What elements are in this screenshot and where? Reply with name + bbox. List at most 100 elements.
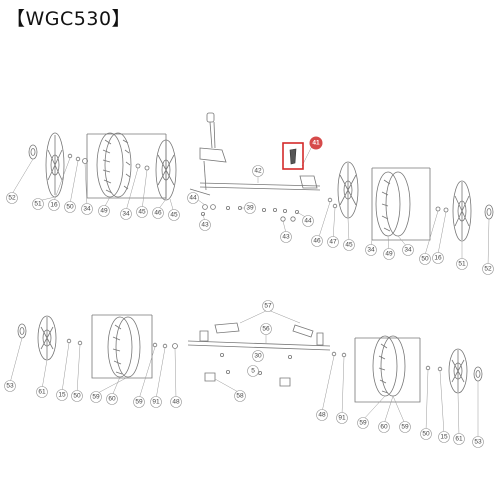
tire-part: [96, 132, 132, 198]
callout-circle: [280, 231, 292, 243]
hub-cap-part: [17, 323, 27, 339]
tire-part: [375, 171, 411, 237]
part-number-label: 48: [318, 412, 326, 419]
callout-circle: [302, 215, 314, 227]
part-number-label: 34: [83, 206, 91, 213]
callout-circle: [71, 390, 83, 402]
wheel-disc-part: [337, 161, 359, 219]
callout-circle: [252, 350, 264, 362]
part-number-label: 43: [201, 222, 209, 229]
callout-circle: [316, 409, 328, 421]
part-number-label: 50: [73, 393, 81, 400]
part-number-label: 50: [66, 204, 74, 211]
callout-circle: [234, 390, 246, 402]
part-number-label: 91: [152, 399, 160, 406]
callout-circle: [106, 393, 118, 405]
callout-circle: [402, 244, 414, 256]
wheel-box-frame: [91, 314, 153, 379]
part-number-label: 16: [434, 255, 442, 262]
callout-circle: [199, 219, 211, 231]
part-number-label: 42: [254, 168, 262, 175]
callout-circle: [133, 396, 145, 408]
callout-circle: [4, 380, 16, 392]
small-parts-group: [200, 204, 299, 222]
callout-circle: [327, 236, 339, 248]
part-number-label: 60: [380, 424, 388, 431]
wheel-disc-part: [448, 348, 468, 394]
height-lever-part: [199, 112, 227, 191]
callout-circle: [152, 207, 164, 219]
callout-circle: [262, 300, 274, 312]
tire-part: [372, 335, 406, 397]
wheel-box-frame: [354, 337, 421, 403]
part-number-label: 48: [172, 399, 180, 406]
wheel-disc-part: [37, 315, 57, 361]
part-number-label: 49: [385, 251, 393, 258]
callout-circle: [482, 263, 494, 275]
callout-circle: [36, 386, 48, 398]
part-number-label: 52: [484, 266, 492, 273]
callout-circle: [136, 206, 148, 218]
callout-circle: [456, 258, 468, 270]
part-number-label: 15: [58, 392, 66, 399]
part-number-label: 44: [189, 195, 197, 202]
part-number-label: 5: [251, 368, 255, 375]
part-number-label: 56: [262, 326, 270, 333]
part-number-label: 91: [338, 415, 346, 422]
callout-circle: [336, 412, 348, 424]
part-number-label: 61: [455, 436, 463, 443]
callout-circle: [64, 201, 76, 213]
callout-circle: [90, 391, 102, 403]
part-number-label: 34: [404, 247, 412, 254]
axle-rod-part: [199, 182, 321, 191]
part-number-label: 50: [422, 431, 430, 438]
part-number-label: 46: [154, 210, 162, 217]
part-number-label: 34: [367, 247, 375, 254]
callout-circle: [252, 165, 264, 177]
leader-lines: [9, 143, 490, 439]
callout-circle: [48, 199, 60, 211]
highlighted-part-41[interactable]: 41: [282, 136, 323, 170]
callout-circle: [383, 248, 395, 260]
callout-circle: [399, 421, 411, 433]
part-number-label: 59: [359, 420, 367, 427]
callout-circle: [150, 396, 162, 408]
part-number-label: 45: [138, 209, 146, 216]
callout-circle: [365, 244, 377, 256]
highlight-label: 41: [312, 140, 320, 147]
part-number-label: 51: [34, 201, 42, 208]
part-number-label: 34: [122, 211, 130, 218]
part-number-label: 59: [92, 394, 100, 401]
part-number-label: 59: [401, 424, 409, 431]
callout-circle: [120, 208, 132, 220]
callout-circle: [453, 433, 465, 445]
callout-circle: [244, 202, 256, 214]
bracket-part: [292, 324, 314, 338]
page-title: 【WGC530】: [6, 8, 132, 30]
callout-circle: [419, 253, 431, 265]
callout-circle: [81, 203, 93, 215]
callout-circle: [98, 205, 110, 217]
hub-cap-part: [473, 366, 483, 382]
callout-circle: [170, 396, 182, 408]
callout-circle: [168, 209, 180, 221]
axle-rod-part: [187, 340, 331, 351]
callout-circle: [420, 428, 432, 440]
part-number-label: 43: [282, 234, 290, 241]
part-number-label: 53: [474, 439, 482, 446]
callout-circle: [357, 417, 369, 429]
callout-circle: [56, 389, 68, 401]
bracket-part: [214, 322, 240, 334]
callout-circle: [378, 421, 390, 433]
part-number-label: 57: [264, 303, 272, 310]
callout-circle: [432, 252, 444, 264]
hub-cap-part: [484, 204, 494, 220]
callout-circle: [311, 235, 323, 247]
callout-circle: [472, 436, 484, 448]
part-number-label: 45: [170, 212, 178, 219]
callout-circle: [247, 365, 259, 377]
part-number-label: 53: [6, 383, 14, 390]
part-number-label: 50: [421, 256, 429, 263]
